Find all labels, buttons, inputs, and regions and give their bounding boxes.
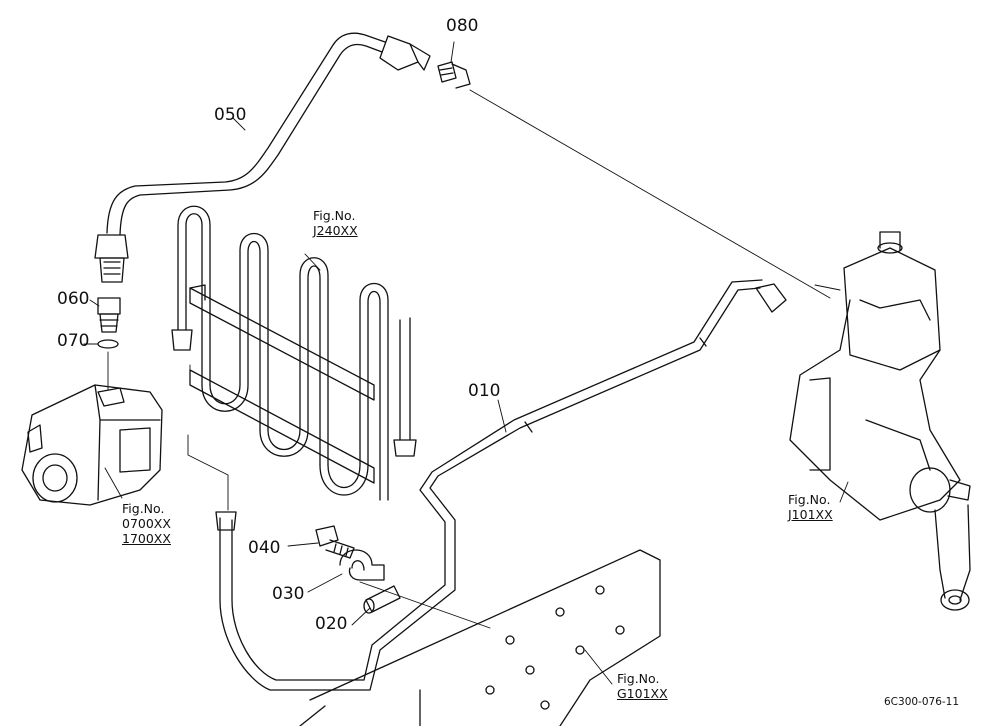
o-ring-070 — [97, 339, 119, 349]
figref-g101-code: G101XX — [617, 686, 668, 701]
fitting-060 — [97, 297, 121, 333]
bolt-040 — [315, 525, 355, 559]
figref-j240: Fig.No. J240XX — [313, 208, 358, 238]
steering-gearbox — [789, 231, 971, 611]
figref-j240-prefix: Fig.No. — [313, 208, 356, 223]
callout-060: 060 — [57, 289, 90, 309]
figref-j101-prefix: Fig.No. — [788, 492, 831, 507]
adapter-080 — [437, 61, 471, 89]
drawing-code: 6C300-076-11 — [884, 696, 960, 708]
figref-j101-code: J101XX — [788, 507, 833, 522]
callout-010: 010 — [468, 381, 501, 401]
figref-pump: Fig.No. 0700XX 1700XX — [122, 501, 171, 546]
figref-pump-code-0700: 0700XX — [122, 516, 171, 531]
figref-g101-prefix: Fig.No. — [617, 671, 660, 686]
figref-j101: Fig.No. J101XX — [788, 492, 833, 522]
oil-cooler — [171, 205, 417, 501]
hydraulic-pump — [21, 384, 163, 506]
callout-070: 070 — [57, 331, 90, 351]
figref-g101: Fig.No. G101XX — [617, 671, 668, 701]
callout-020: 020 — [315, 614, 348, 634]
figref-pump-prefix: Fig.No. — [122, 501, 165, 516]
figref-j240-code: J240XX — [313, 223, 358, 238]
clamp-030 — [339, 549, 385, 581]
leader-lines — [83, 41, 849, 685]
vehicle-frame — [299, 549, 661, 726]
hose-050 — [94, 32, 431, 283]
figref-pump-code-1700: 1700XX — [122, 531, 171, 546]
callout-040: 040 — [248, 538, 281, 558]
callout-080: 080 — [446, 16, 479, 36]
pipe-010 — [215, 279, 787, 691]
callout-050: 050 — [214, 105, 247, 125]
callout-030: 030 — [272, 584, 305, 604]
